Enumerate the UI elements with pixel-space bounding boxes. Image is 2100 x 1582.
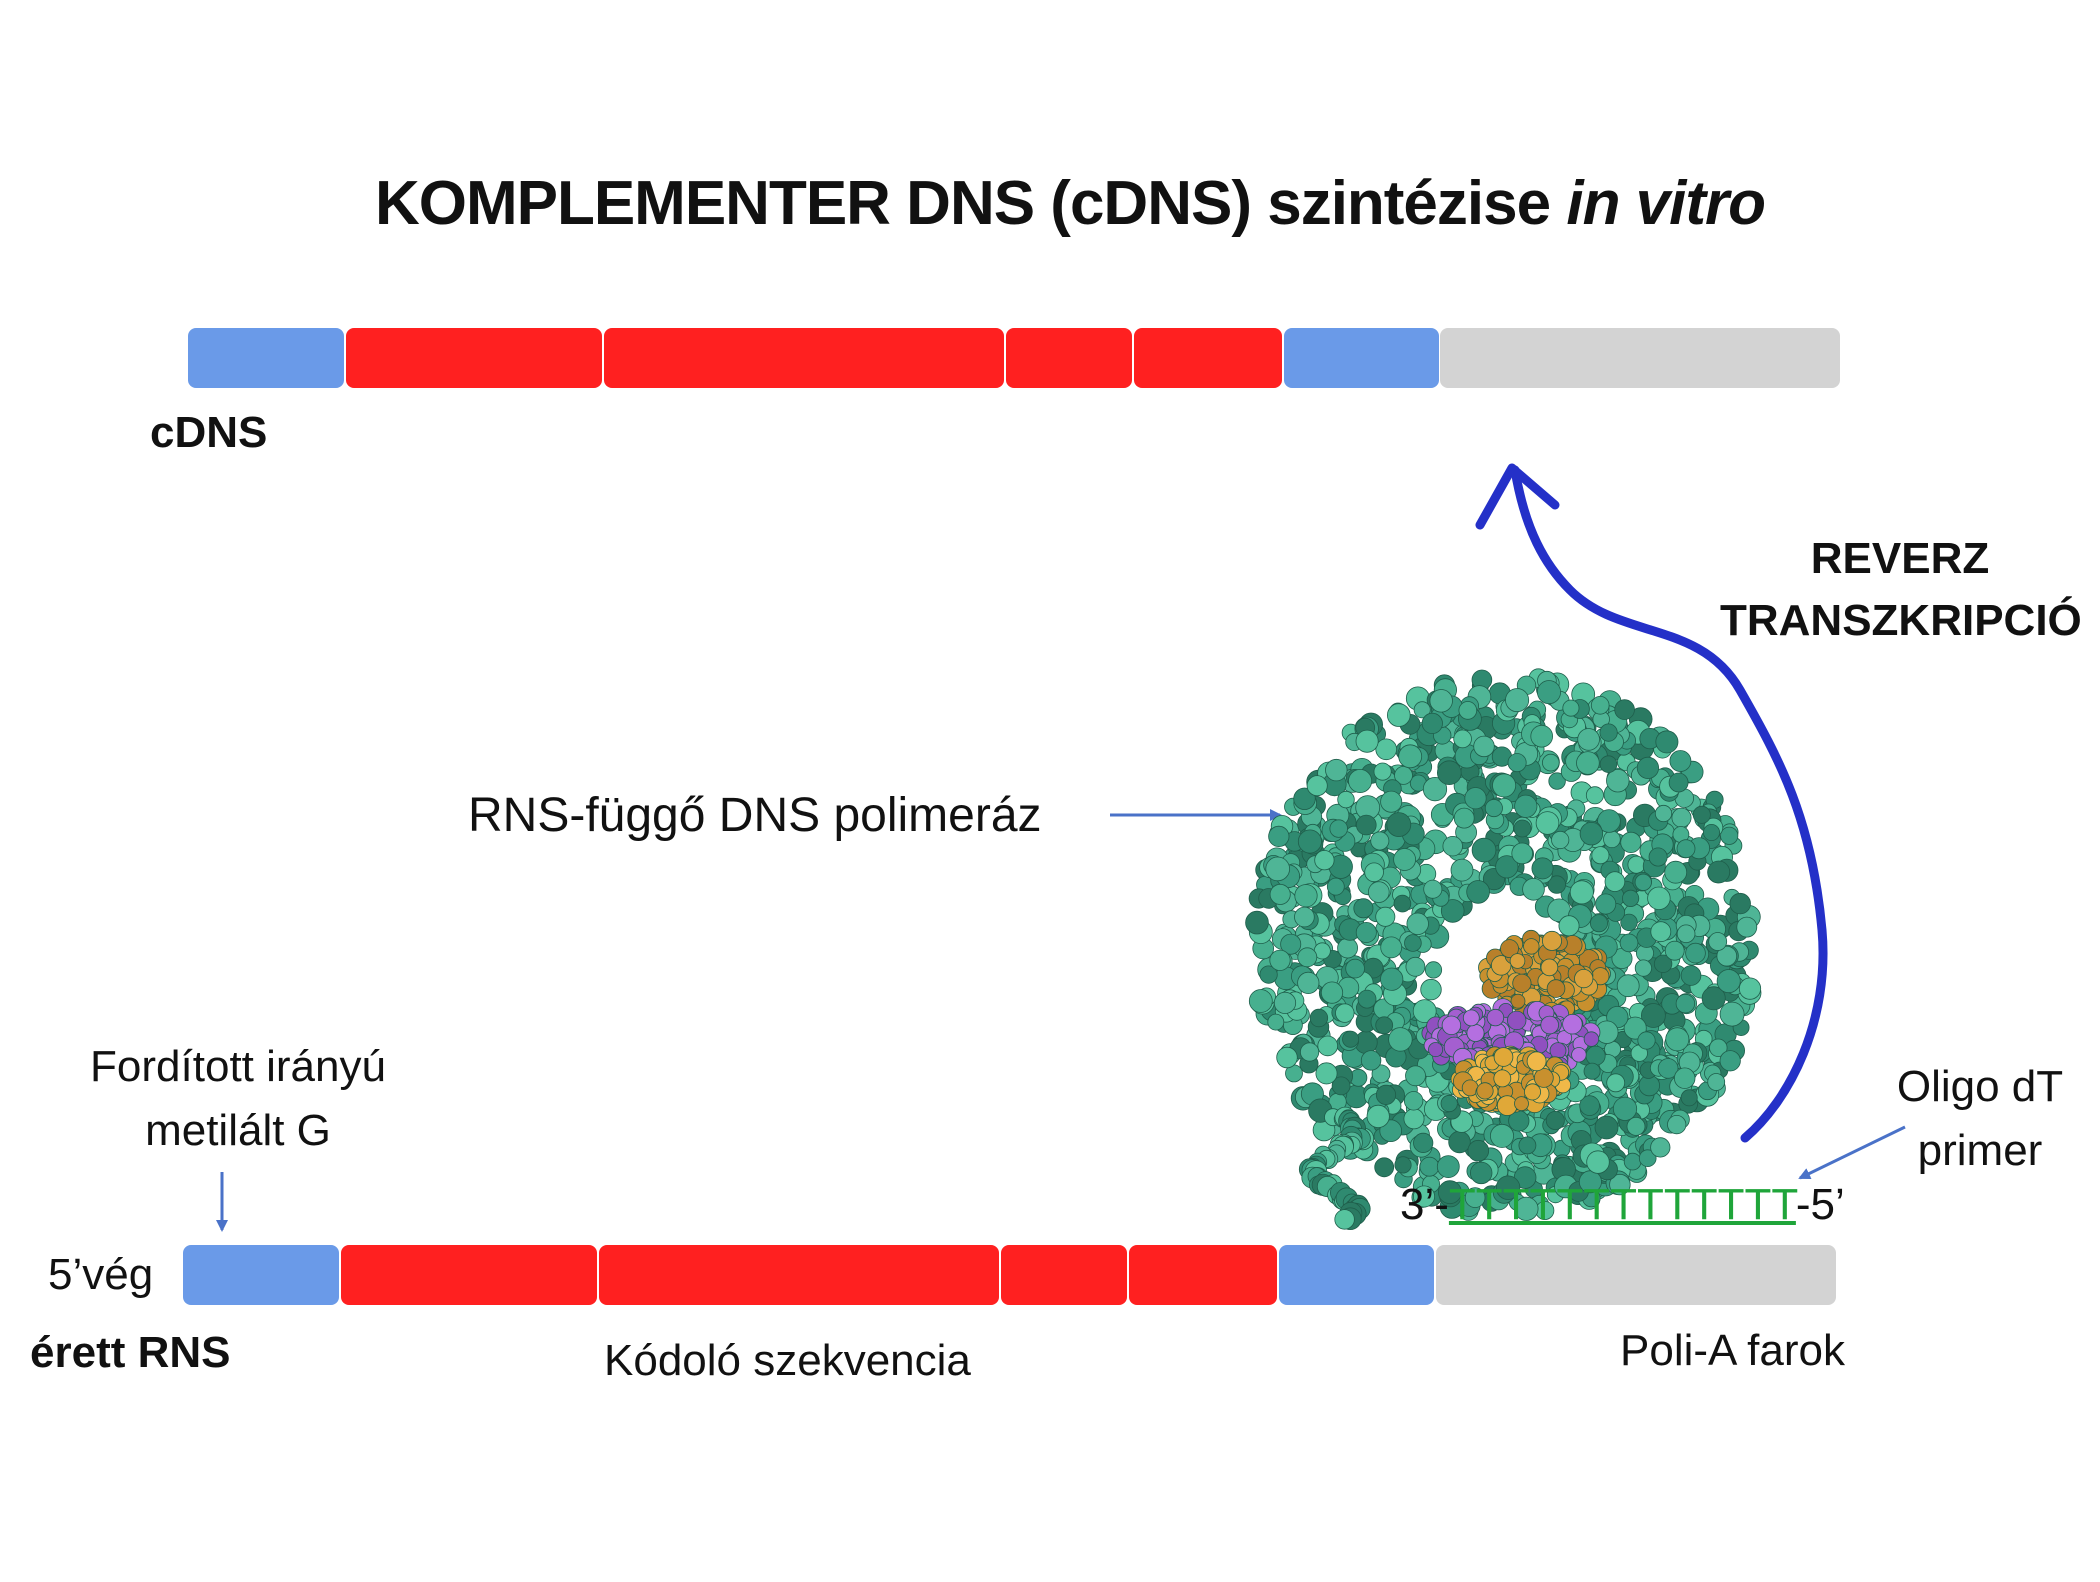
mrna-segment-utr-3 (1279, 1245, 1434, 1305)
mrna-segment-coding-3 (1001, 1245, 1127, 1305)
five-prime-end-label: 5’vég (48, 1250, 154, 1299)
title-italic: in vitro (1566, 169, 1766, 238)
primer-sequence: 3’-TTTTTTTTTTTTT-5’ (1400, 1180, 1845, 1230)
mature-rna-label: érett RNS (30, 1328, 231, 1377)
primer-pointer-arrow (1798, 1125, 1906, 1180)
cdna-strand (188, 328, 1840, 388)
cdna-segment-coding-4 (1134, 328, 1282, 388)
reverse-transcription-line1: REVERZ (1810, 534, 1990, 583)
primer-label-line1: Oligo dT (1896, 1062, 2064, 1111)
cdna-segment-utr-3 (1284, 328, 1439, 388)
cdna-segment-coding-2 (604, 328, 1004, 388)
mrna-segment-polya (1436, 1245, 1836, 1305)
primer-label-line2: primer (1917, 1126, 2043, 1175)
cap-label: Fordított irányú metilált G (58, 1035, 418, 1163)
mrna-segment-utr-5 (183, 1245, 339, 1305)
reverse-transcription-arrow (1475, 463, 1828, 1143)
coding-sequence-label: Kódoló szekvencia (604, 1336, 971, 1385)
primer-end-3: 3’- (1400, 1180, 1449, 1229)
enzyme-label: RNS-függő DNS polimeráz (468, 789, 1042, 842)
cdna-segment-utr-5 (188, 328, 344, 388)
cdna-segment-polya (1440, 328, 1840, 388)
cap-label-line1: Fordított irányú (90, 1042, 386, 1091)
cdna-segment-coding-1 (346, 328, 602, 388)
primer-thymines: TTTTTTTTTTTTT (1448, 1180, 1796, 1229)
cdna-label: cDNS (150, 408, 268, 457)
mrna-strand (183, 1245, 1836, 1305)
mrna-segment-coding-4 (1129, 1245, 1277, 1305)
mrna-segment-coding-2 (599, 1245, 999, 1305)
primer-label: Oligo dT primer (1880, 1055, 2080, 1183)
reverse-transcription-line2: TRANSZKRIPCIÓ (1720, 596, 2082, 645)
reverse-transcription-label: REVERZ TRANSZKRIPCIÓ (1720, 528, 2082, 652)
cap-label-line2: metilált G (145, 1106, 331, 1155)
page-title: KOMPLEMENTER DNS (cDNS) szintézise in vi… (0, 168, 2100, 239)
protein-molecule-icon (1245, 668, 1762, 1230)
primer-end-5: -5’ (1795, 1180, 1845, 1229)
mrna-segment-coding-1 (341, 1245, 597, 1305)
title-main: KOMPLEMENTER DNS (cDNS) szintézise (374, 169, 1567, 238)
polya-tail-label: Poli-A farok (1620, 1326, 1845, 1375)
cdna-segment-coding-3 (1006, 328, 1132, 388)
